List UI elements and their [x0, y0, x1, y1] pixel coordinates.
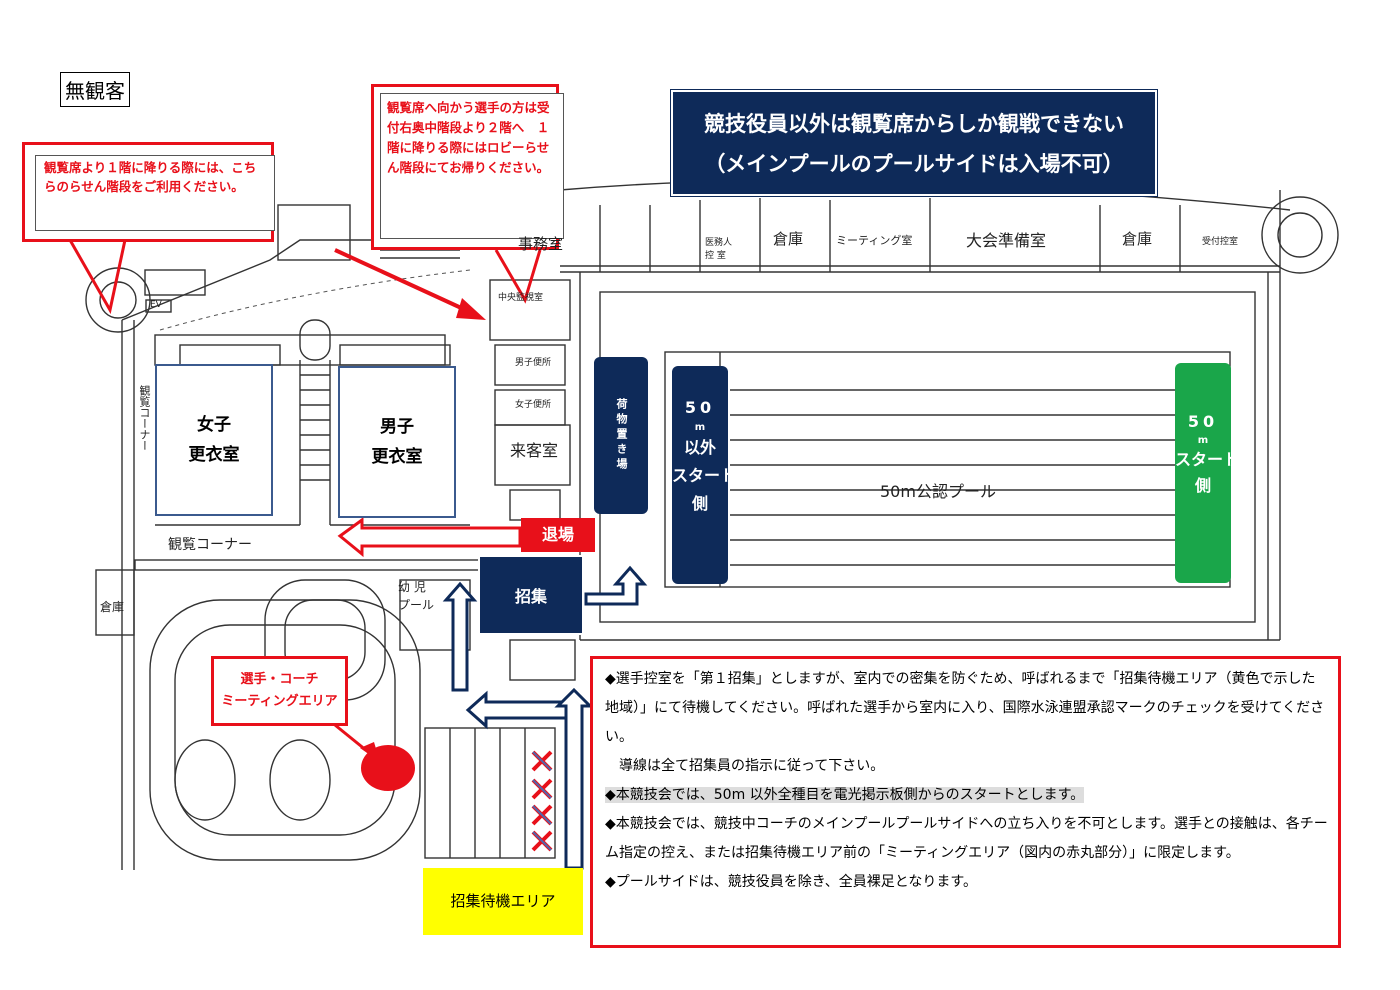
meeting-area-dot — [361, 745, 415, 791]
info-paragraph-1: ◆選手控室を「第１招集」としますが、室内での密集を防ぐため、呼ばれるまで「招集待… — [605, 671, 1325, 745]
room-jimushitsu: 事務室 — [518, 235, 564, 253]
start-left-num: 50 — [684, 398, 716, 417]
start-side-right: 50 m スタート 側 — [1175, 363, 1240, 583]
room-ev: EV — [150, 300, 162, 310]
room-wc-1: 男子便所 — [515, 358, 552, 368]
waiting-area: 招集待機エリア — [423, 868, 583, 935]
women-locker-room: 女子 更衣室 — [155, 364, 273, 516]
start-left-unit: m — [694, 422, 706, 433]
women-locker-label: 女子 更衣室 — [188, 415, 240, 465]
note-left: 観覧席より１階に降りる際には、こちらのらせん階段をご利用ください。 — [22, 142, 275, 242]
room-kids-pool: 幼 児 プール — [398, 580, 435, 612]
banner-line-1: 競技役員以外は観覧席からしか観戦できない — [704, 112, 1124, 136]
no-audience-label: 無観客 — [60, 72, 130, 107]
meeting-area: 選手・コーチ ミーティングエリア — [211, 656, 348, 726]
room-kanran-corner-vertical: 観覧コーナー — [138, 385, 151, 451]
room-souko-1: 倉庫 — [773, 230, 804, 248]
note-center-text: 観覧席へ向かう選手の方は受付右奥中階段より２階へ １階に降りる際にはロビーらせん… — [380, 93, 564, 239]
room-raikyaku: 来客室 — [510, 441, 559, 460]
info-paragraph-1b: 導線は全て招集員の指示に従って下さい。 — [605, 758, 885, 774]
room-kanran-corner: 観覧コーナー — [168, 537, 252, 553]
room-wc-2: 女子便所 — [515, 400, 552, 410]
notice-banner: 競技役員以外は観覧席からしか観戦できない （メインプールのプールサイドは入場不可… — [670, 89, 1158, 197]
men-locker-label: 男子 更衣室 — [371, 417, 423, 467]
banner-line-2: （メインプールのプールサイドは入場不可） — [704, 152, 1124, 176]
baggage-area: 荷物置き場 — [594, 357, 648, 514]
meeting-area-label: 選手・コーチ ミーティングエリア — [221, 672, 338, 709]
note-left-text: 観覧席より１階に降りる際には、こちらのらせん階段をご利用ください。 — [35, 155, 275, 231]
room-center: 中央監視室 — [498, 293, 544, 303]
start-right-num: 50 — [1187, 412, 1219, 431]
room-souko-2: 倉庫 — [1122, 230, 1153, 248]
room-meeting: ミーティング室 — [836, 234, 913, 247]
start-right-unit: m — [1197, 435, 1209, 446]
men-locker-room: 男子 更衣室 — [338, 366, 456, 518]
start-left-rest: 以外 スタート 側 — [672, 438, 737, 513]
start-side-left: 50 m 以外 スタート 側 — [672, 366, 737, 584]
exit-label: 退場 — [521, 518, 595, 552]
note-center: 観覧席へ向かう選手の方は受付右奥中階段より２階へ １階に降りる際にはロビーらせん… — [371, 84, 564, 250]
info-paragraph-3: ◆本競技会では、競技中コーチのメインプールプールサイドへの立ち入りを不可とします… — [605, 816, 1328, 861]
info-paragraph-2: ◆本競技会では、50m 以外全種目を電光掲示板側からのスタートとします。 — [605, 781, 1328, 810]
room-souko-left: 倉庫 — [100, 600, 125, 614]
info-paragraph-4: ◆プールサイドは、競技役員を除き、全員裸足となります。 — [605, 874, 977, 890]
room-medical: 医務人 控 室 — [705, 238, 733, 261]
start-right-rest: スタート 側 — [1175, 450, 1240, 495]
room-reception: 受付控室 — [1202, 237, 1239, 247]
main-pool-label: 50m公認プール — [880, 482, 996, 501]
info-box: ◆選手控室を「第１招集」としますが、室内での密集を防ぐため、呼ばれるまで「招集待… — [590, 656, 1341, 948]
call-room: 招集 — [478, 555, 584, 635]
info-paragraph-2-text: ◆本競技会では、50m 以外全種目を電光掲示板側からのスタートとします。 — [605, 787, 1085, 803]
room-taikai: 大会準備室 — [966, 231, 1047, 250]
